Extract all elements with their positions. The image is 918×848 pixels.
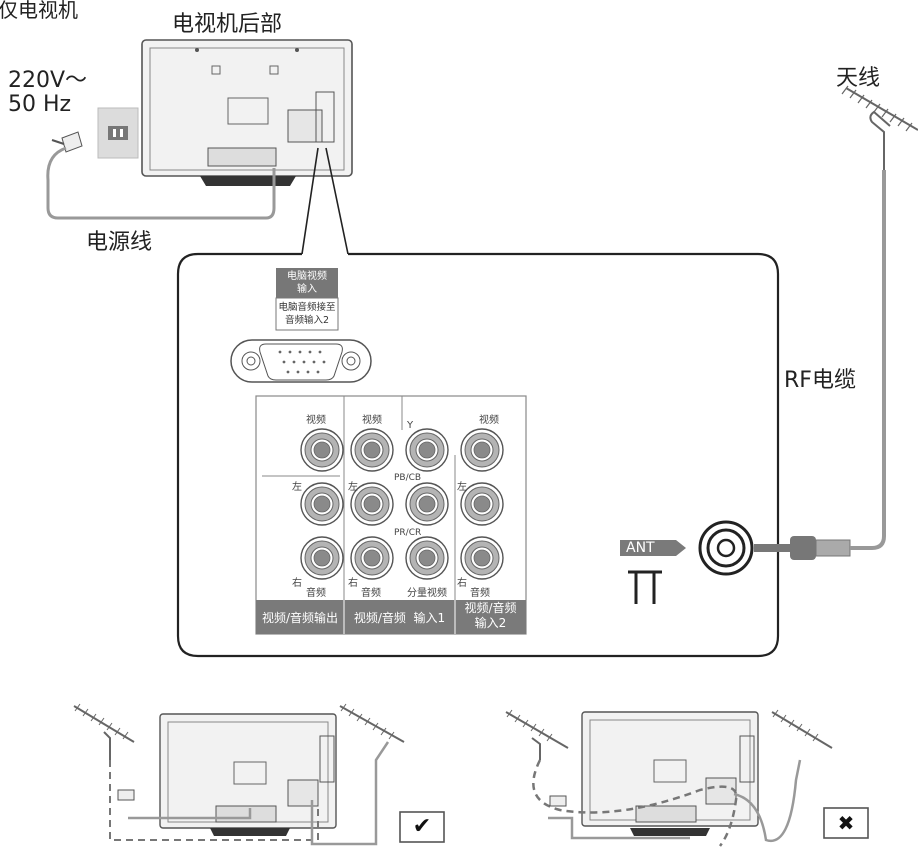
component-video-label: 分量视频	[407, 588, 447, 599]
in2-right-jack	[460, 536, 504, 580]
out-left-jack	[300, 482, 344, 526]
rca-jacks	[300, 428, 504, 580]
wall-outlet	[97, 107, 139, 159]
wrong-mark-icon: ✖	[837, 811, 855, 835]
correct-mark-icon: ✔	[412, 814, 432, 839]
in1-right-label: 右	[348, 578, 358, 589]
in1-pb-jack	[405, 482, 449, 526]
out-right-jack	[300, 536, 344, 580]
av-input2-label-1: 视频/音频	[464, 601, 517, 615]
in1-left-jack	[350, 482, 394, 526]
wrong-badge	[823, 807, 869, 839]
in1-audio-label: 音频	[361, 588, 381, 599]
corner-title: 仅电视机	[0, 0, 78, 22]
component-pb-label: PB/CB	[394, 473, 422, 483]
in2-audio-label: 音频	[470, 588, 490, 599]
antenna-label: 天线	[836, 66, 881, 91]
power-cord	[46, 146, 276, 220]
voltage-label: 220V～	[8, 68, 88, 93]
power-plug	[51, 131, 83, 153]
frequency-label: 50 Hz	[8, 92, 72, 117]
tv-rear-illustration	[141, 39, 353, 186]
pc-input-note-1: 电脑音频接至	[278, 302, 336, 313]
pc-input-title-box	[276, 268, 338, 298]
ant-label: ANT	[626, 540, 655, 556]
in1-right-jack	[350, 536, 394, 580]
in1-pr-jack	[405, 536, 449, 580]
component-y-label: Y	[407, 420, 414, 431]
ant-connector	[620, 520, 754, 604]
rf-cable-label: RF电缆	[784, 368, 856, 393]
pc-input-title-2: 输入	[297, 284, 317, 295]
av-input2-label-2: 输入2	[474, 616, 507, 630]
pc-input-title-1: 电脑视频	[287, 271, 327, 282]
in2-video-jack	[460, 428, 504, 472]
out-video-label: 视频	[306, 415, 326, 426]
antenna	[841, 85, 918, 170]
out-video-jack	[300, 428, 344, 472]
in2-left-jack	[460, 482, 504, 526]
out-left-label: 左	[292, 482, 302, 493]
component-pr-label: PR/CR	[394, 528, 422, 538]
in2-video-label: 视频	[479, 415, 499, 426]
out-audio-label: 音频	[306, 588, 326, 599]
rf-cable	[754, 170, 886, 560]
in1-video-jack	[350, 428, 394, 472]
good-example-illustration	[73, 703, 445, 846]
in2-right-label: 右	[457, 578, 467, 589]
in2-left-label: 左	[457, 482, 467, 493]
av-input1-label: 视频/音频 输入1	[353, 611, 446, 625]
good-antenna-right	[339, 703, 405, 743]
bad-antenna-left	[505, 709, 569, 760]
in1-video-label: 视频	[362, 415, 382, 426]
correct-badge	[399, 811, 445, 843]
in1-left-label: 左	[348, 482, 358, 493]
pc-input-note-box	[275, 297, 339, 331]
out-right-label: 右	[292, 578, 302, 589]
in1-y-jack	[405, 428, 449, 472]
av-output-label: 视频/音频输出	[261, 611, 339, 625]
tv-rear-label: 电视机后部	[172, 12, 283, 37]
bad-antenna-right	[771, 709, 833, 749]
pc-vga-port	[230, 339, 372, 383]
pc-input-note-2: 音频输入2	[284, 315, 330, 326]
bad-example-illustration	[505, 709, 869, 847]
good-antenna-left	[73, 703, 135, 760]
power-cord-label: 电源线	[86, 230, 153, 255]
